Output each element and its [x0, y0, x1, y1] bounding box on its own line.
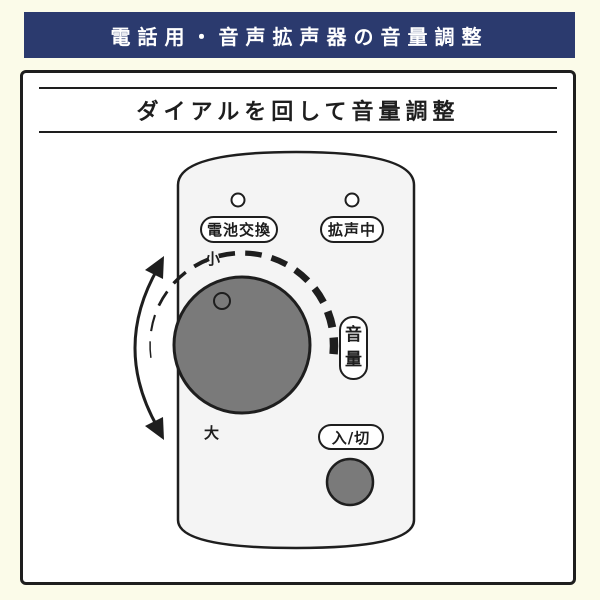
volume-scale-tick — [323, 310, 337, 329]
amplifying-text: 拡声中 — [327, 221, 376, 239]
volume-scale-tick — [150, 314, 156, 332]
volume-scale-tick — [172, 270, 187, 285]
volume-scale-tick — [270, 254, 289, 268]
battery-change-text: 電池交換 — [206, 221, 271, 239]
volume-scale-tick — [293, 267, 311, 284]
rotate-arrow-icon — [133, 256, 164, 440]
power-text: 入/切 — [331, 428, 371, 447]
volume-scale-tick — [149, 341, 152, 358]
min-volume-label: 小 — [205, 250, 221, 268]
volume-scale — [149, 250, 339, 358]
volume-label-top: 音 — [345, 325, 362, 345]
volume-dial — [172, 275, 312, 415]
amplify-indicator-led — [344, 192, 360, 208]
volume-label: 音 量 — [339, 316, 368, 380]
volume-scale-tick — [193, 257, 210, 269]
power-label: 入/切 — [318, 424, 384, 450]
battery-change-label: 電池交換 — [200, 216, 278, 243]
battery-indicator-led — [230, 192, 246, 208]
volume-scale-tick — [157, 290, 169, 307]
page-title: 電話用・音声拡声器の音量調整 — [110, 24, 489, 49]
panel-title-text: ダイアルを回して音量調整 — [136, 100, 460, 125]
volume-scale-tick — [218, 250, 236, 259]
dial-marker — [213, 292, 231, 310]
amplifying-label: 拡声中 — [320, 216, 384, 243]
page-header: 電話用・音声拡声器の音量調整 — [24, 12, 575, 58]
volume-label-bottom: 量 — [345, 350, 362, 370]
power-button-knob — [325, 457, 375, 507]
volume-scale-tick — [245, 250, 263, 258]
volume-scale-tick — [311, 286, 327, 305]
max-volume-label: 大 — [204, 424, 220, 442]
panel-title: ダイアルを回して音量調整 — [39, 87, 557, 133]
